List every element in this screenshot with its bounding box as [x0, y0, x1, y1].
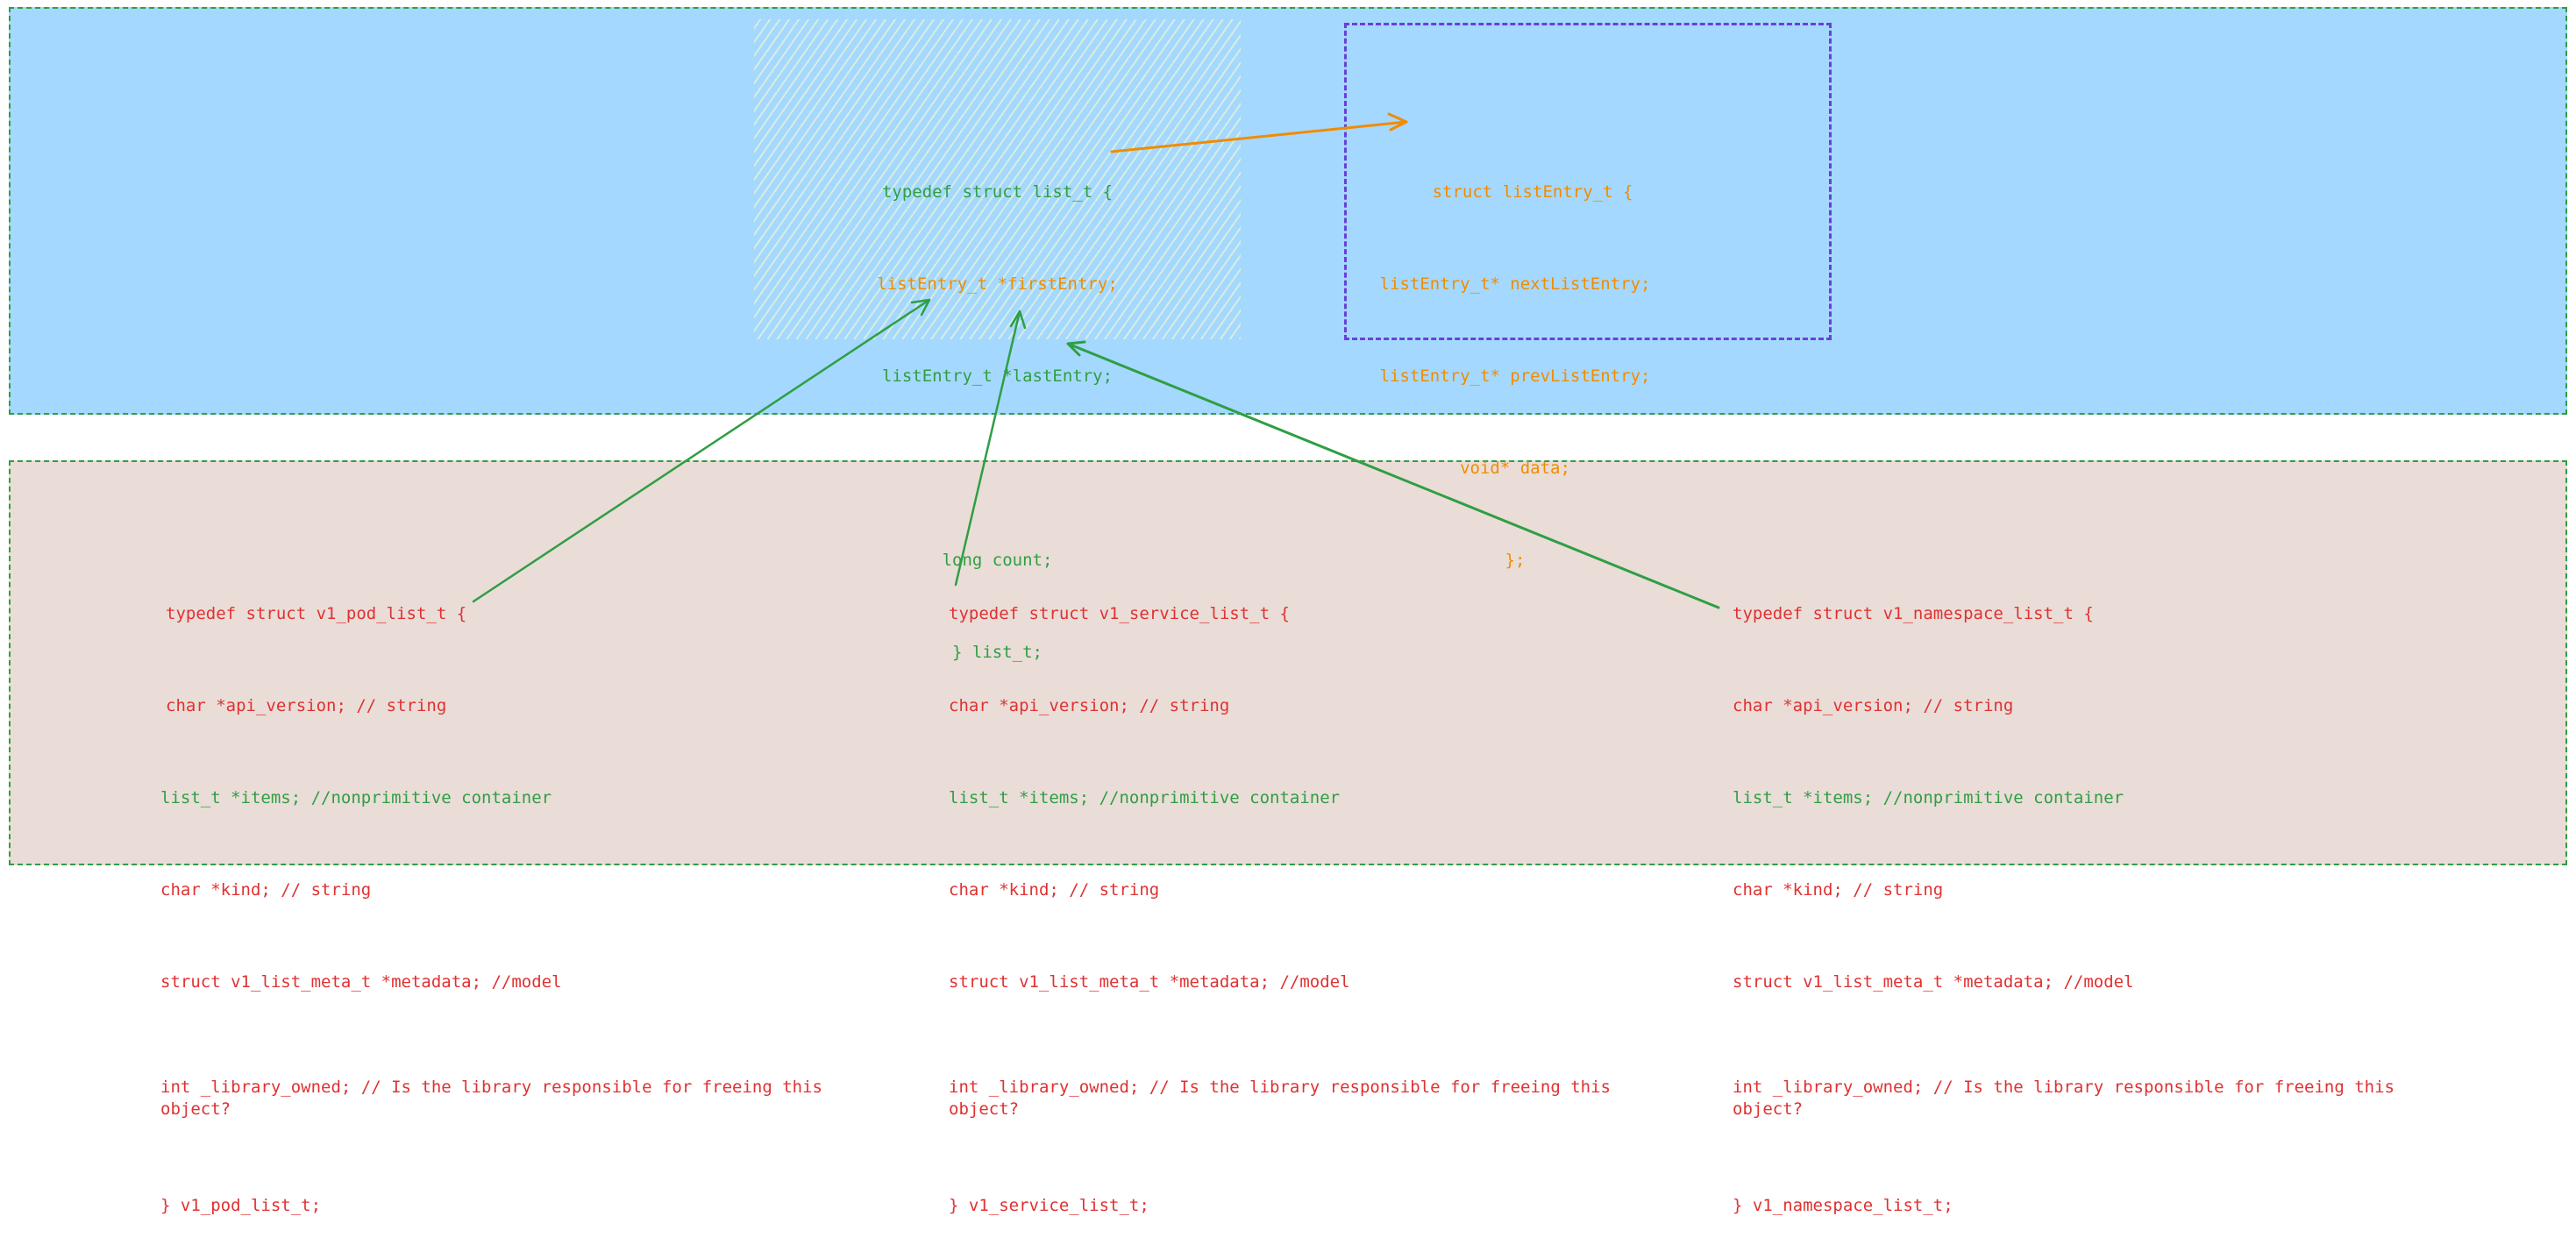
entry-struct-header: struct listEntry_t { — [1432, 182, 1633, 202]
entry-struct-footer: }; — [1505, 551, 1526, 570]
list-struct-header: typedef struct list_t { — [881, 182, 1114, 202]
list-struct-last-entry: listEntry_t *lastEntry; — [881, 366, 1114, 386]
pod-list-library-owned: int _library_owned; // Is the library re… — [160, 1078, 822, 1119]
entry-struct-data: void* data; — [1460, 459, 1570, 478]
list-struct-first-entry: listEntry_t *firstEntry; — [877, 274, 1118, 294]
list-entry-struct-code: struct listEntry_t { listEntry_t* nextLi… — [1344, 116, 1686, 607]
namespace-list-metadata: struct v1_list_meta_t *metadata; //model — [1733, 972, 2134, 992]
model-types-panel — [9, 460, 2567, 865]
list-struct-footer: } list_t; — [952, 643, 1042, 662]
connector-arrows — [472, 112, 1720, 609]
service-list-kind: char *kind; // string — [949, 880, 1160, 900]
pod-items-arrow — [472, 298, 931, 603]
service-list-footer: } v1_service_list_t; — [949, 1196, 1149, 1215]
list-struct-code: typedef struct list_t { listEntry_t *fir… — [754, 116, 1241, 699]
first-entry-arrow — [1110, 112, 1408, 153]
list-struct-box — [754, 19, 1241, 339]
service-list-metadata: struct v1_list_meta_t *metadata; //model — [949, 972, 1350, 992]
service-list-items: list_t *items; //nonprimitive container — [949, 788, 1341, 807]
pod-list-api-version: char *api_version; // string — [166, 696, 447, 715]
namespace-list-items: list_t *items; //nonprimitive container — [1733, 788, 2124, 807]
namespace-list-kind: char *kind; // string — [1733, 880, 1944, 900]
library-types-panel — [9, 7, 2567, 415]
pod-list-footer: } v1_pod_list_t; — [160, 1196, 322, 1215]
entry-struct-next: listEntry_t* nextListEntry; — [1379, 274, 1651, 294]
service-list-library-owned: int _library_owned; // Is the library re… — [949, 1078, 1611, 1119]
service-list-api-version: char *api_version; // string — [949, 696, 1230, 715]
namespace-list-api-version: char *api_version; // string — [1733, 696, 2014, 715]
namespace-list-footer: } v1_namespace_list_t; — [1733, 1196, 1953, 1215]
service-list-header: typedef struct v1_service_list_t { — [949, 604, 1290, 623]
namespace-items-arrow — [1066, 340, 1720, 609]
list-entry-struct-box — [1344, 23, 1832, 340]
namespace-list-header: typedef struct v1_namespace_list_t { — [1733, 604, 2094, 623]
pod-list-items: list_t *items; //nonprimitive container — [160, 788, 552, 807]
entry-struct-prev: listEntry_t* prevListEntry; — [1379, 366, 1651, 386]
pod-list-header: typedef struct v1_pod_list_t { — [166, 604, 467, 623]
service-items-arrow — [954, 309, 1027, 587]
namespace-list-library-owned: int _library_owned; // Is the library re… — [1733, 1078, 2395, 1119]
pod-list-kind: char *kind; // string — [160, 880, 372, 900]
pod-list-metadata: struct v1_list_meta_t *metadata; //model — [160, 972, 562, 992]
